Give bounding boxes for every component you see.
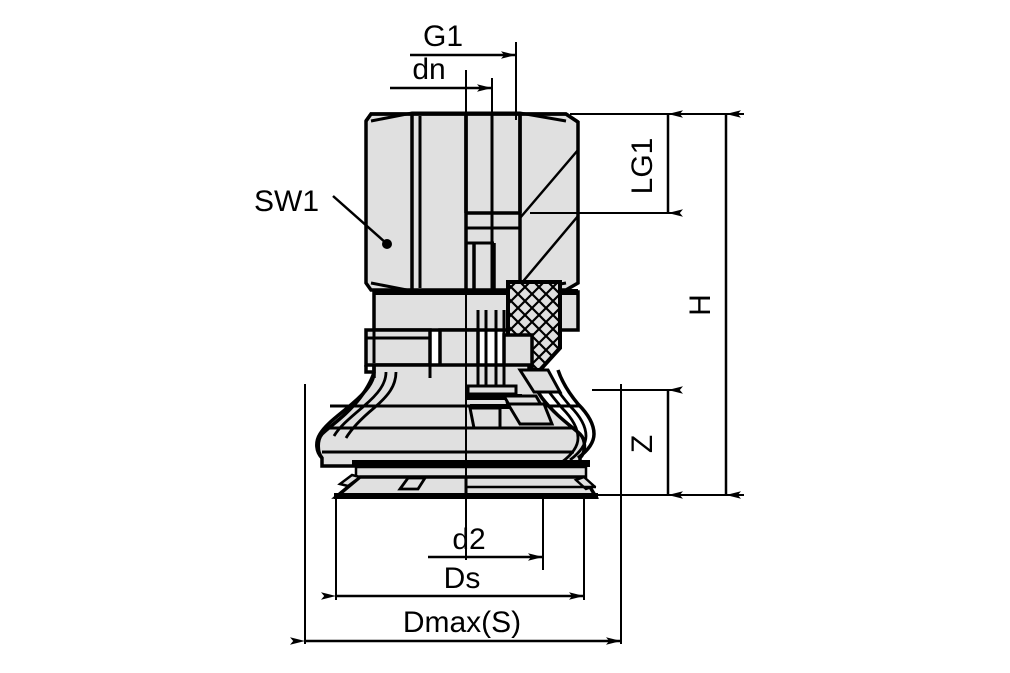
retainer-right-block xyxy=(505,402,555,426)
dim-label-dn: dn xyxy=(412,53,445,86)
dim-label-d2: d2 xyxy=(452,523,485,556)
flange-left-step xyxy=(364,328,432,367)
leader-dot-sw1 xyxy=(382,239,392,249)
flange-left-tab xyxy=(337,473,363,488)
connector-wedge xyxy=(517,368,563,394)
dim-label-lg1: LG1 xyxy=(626,138,659,195)
bellows-shoulder-left xyxy=(364,365,374,374)
section-diagonal-lower xyxy=(519,215,579,286)
dim-label-z: Z xyxy=(626,435,659,453)
dim-label-dmax: Dmax(S) xyxy=(403,606,521,639)
leader-group-sw1: SW1 xyxy=(254,185,392,249)
dimension-group-top: G1 dn xyxy=(390,20,517,120)
dim-label-h: H xyxy=(684,294,717,316)
dim-label-g1: G1 xyxy=(423,20,463,53)
collar-top-edge xyxy=(374,289,578,295)
retainer-bar-upper xyxy=(466,394,522,400)
suction-cup-body xyxy=(315,363,596,468)
bellows-right-curve-outer xyxy=(556,369,596,460)
dimension-group-right: LG1 H Z xyxy=(530,110,744,499)
stem-base-plate xyxy=(466,384,518,396)
retainer-left-block xyxy=(468,406,502,430)
bellows-left-curve-outer xyxy=(315,371,376,460)
hex-nut-body xyxy=(364,111,580,293)
section-diagonal-upper xyxy=(519,149,579,219)
dimension-group-bottom: d2 Ds Dmax(S) xyxy=(290,384,622,645)
dim-label-ds: Ds xyxy=(444,562,481,595)
seal-band-dark xyxy=(352,460,590,467)
leader-line-sw1 xyxy=(332,195,387,244)
leader-label-sw1: SW1 xyxy=(254,185,319,218)
hex-nut-outline xyxy=(364,112,580,292)
central-stem-detail xyxy=(466,310,563,430)
part-geometry xyxy=(315,70,600,560)
flange-rib-detail xyxy=(397,476,428,491)
